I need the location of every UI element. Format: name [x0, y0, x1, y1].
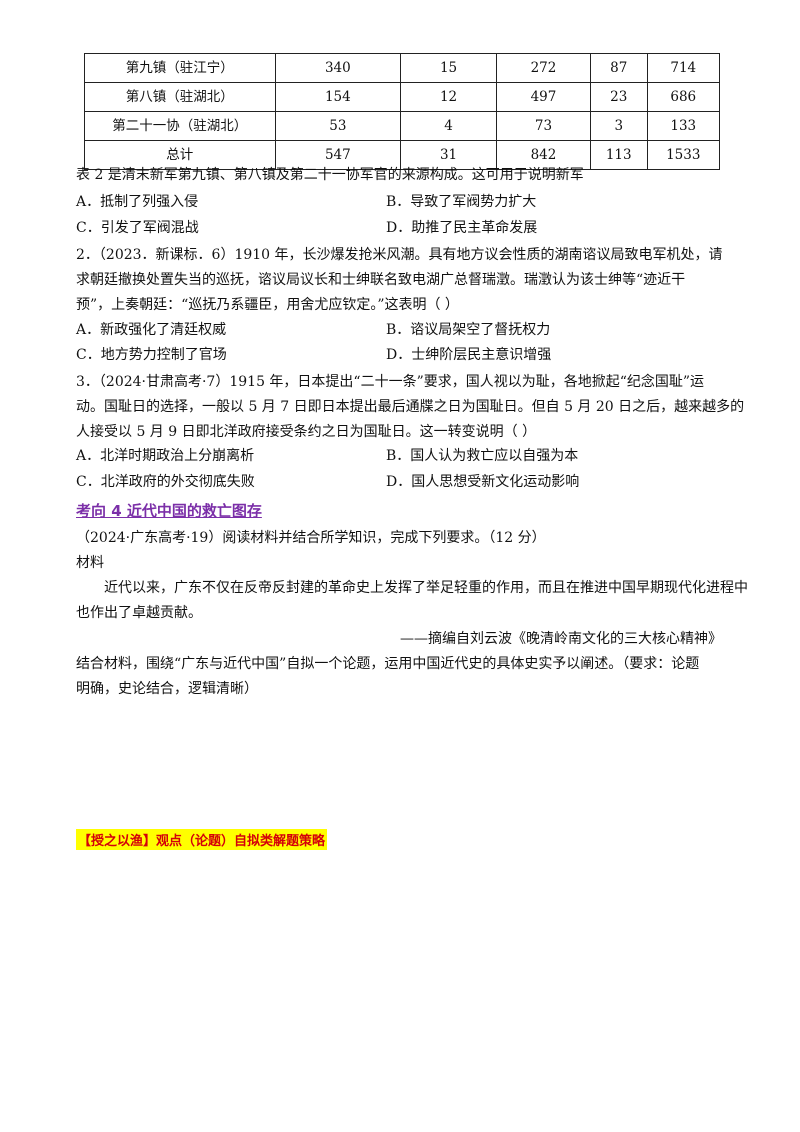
task-line-2: 明确，史论结合，逻辑清晰） [76, 681, 258, 697]
q2-line-1: 2．（2023．新课标．6）1910 年，长沙爆发抢米风潮。具有地方议会性质的湖… [76, 247, 723, 263]
table-cell: 133 [646, 111, 721, 141]
table-row-label: 第八镇（驻湖北） [84, 82, 276, 112]
q2-line-2: 求朝廷撤换处置失当的巡抚，谘议局议长和士绅联名致电湖广总督瑞澂。瑞澂认为该士绅等… [76, 272, 686, 288]
table-cell: 842 [495, 140, 591, 170]
q1-option-a: A．抵制了列强入侵 [76, 194, 199, 210]
table-cell: 113 [589, 140, 648, 170]
material-source: ——摘编自刘云波《晚清岭南文化的三大核心精神》 [400, 631, 722, 647]
table-cell: 272 [495, 53, 591, 83]
q1-stem: 表 2 是清末新军第九镇、第八镇及第二十一协军官的来源构成。这可用于说明新军 [76, 167, 584, 183]
table-cell: 340 [274, 53, 402, 83]
task-line-1: 结合材料，围绕“广东与近代中国”自拟一个论题，运用中国近代史的具体史实予以阐述。… [76, 656, 700, 672]
table-cell: 12 [400, 82, 497, 112]
q3-option-d: D．国人思想受新文化运动影响 [386, 474, 580, 490]
q3-line-3: 人接受以 5 月 9 日即北洋政府接受条约之日为国耻日。这一转变说明（ ） [76, 424, 537, 440]
q1-option-d: D．助推了民主革命发展 [386, 220, 538, 236]
q1-option-c: C．引发了军阀混战 [76, 220, 199, 236]
q3-option-a: A．北洋时期政治上分崩离析 [76, 448, 255, 464]
q2-option-a: A．新政强化了清廷权威 [76, 322, 227, 338]
q3-option-b: B．国人认为救亡应以自强为本 [386, 448, 579, 464]
strategy-banner: 【授之以渔】观点（论题）自拟类解题策略 [76, 829, 328, 850]
table-cell: 547 [274, 140, 402, 170]
q2-line-3: 预”，上奏朝廷：“巡抚乃系疆臣，用舍尤应钦定。”这表明（ ） [76, 297, 459, 313]
q3-line-2: 动。国耻日的选择，一般以 5 月 7 日即日本提出最后通牒之日为国耻日。但自 5… [76, 399, 745, 415]
q3-line-1: 3．（2024·甘肃高考·7）1915 年，日本提出“二十一条”要求，国人视以为… [76, 374, 705, 390]
table-cell: 87 [589, 53, 648, 83]
q2-option-d: D．士绅阶层民主意识增强 [386, 347, 552, 363]
table-cell: 4 [400, 111, 497, 141]
table-cell: 497 [495, 82, 591, 112]
table-cell: 23 [589, 82, 648, 112]
q1-option-b: B．导致了军阀势力扩大 [386, 194, 537, 210]
q3-option-c: C．北洋政府的外交彻底失败 [76, 474, 255, 490]
q2-option-b: B．谘议局架空了督抚权力 [386, 322, 551, 338]
table-row-label: 第二十一协（驻湖北） [84, 111, 276, 141]
table-cell: 3 [589, 111, 648, 141]
table-cell: 1533 [646, 140, 721, 170]
material-label: 材料 [76, 555, 104, 571]
material-line-1: 近代以来，广东不仅在反帝反封建的革命史上发挥了举足轻重的作用，而且在推进中国早期… [104, 580, 748, 596]
table-cell: 154 [274, 82, 402, 112]
table-cell: 15 [400, 53, 497, 83]
table-cell: 714 [646, 53, 721, 83]
table-cell: 53 [274, 111, 402, 141]
table-row-label: 第九镇（驻江宁） [84, 53, 276, 83]
q2-option-c: C．地方势力控制了官场 [76, 347, 227, 363]
section-heading: 考向 4 近代中国的救亡图存 [76, 502, 262, 520]
q4-intro: （2024·广东高考·19）阅读材料并结合所学知识，完成下列要求。（12 分） [76, 530, 546, 546]
table-row-label: 总计 [84, 140, 276, 170]
table-cell: 686 [646, 82, 721, 112]
table-cell: 73 [495, 111, 591, 141]
material-line-2: 也作出了卓越贡献。 [76, 605, 202, 621]
